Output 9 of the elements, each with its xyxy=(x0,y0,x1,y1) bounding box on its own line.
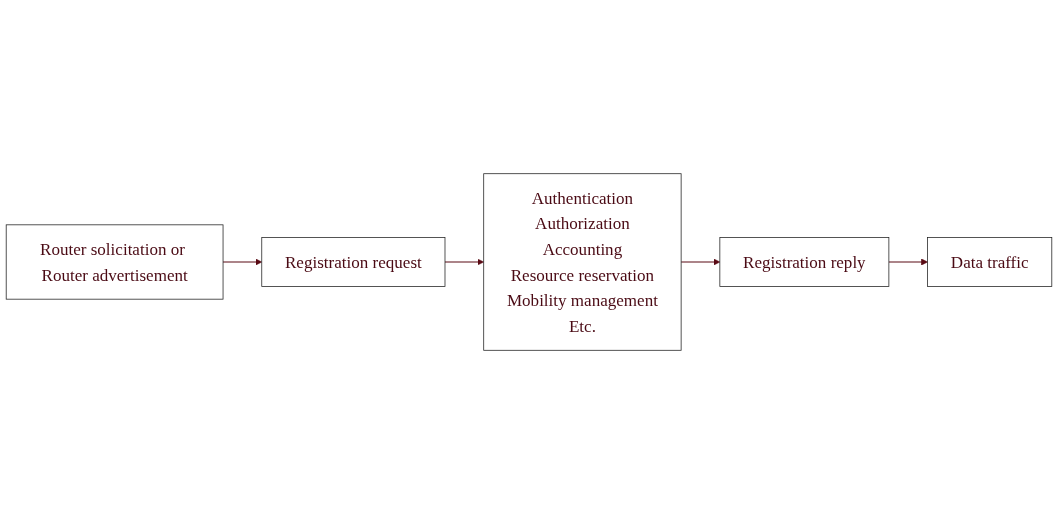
arrow xyxy=(680,258,721,266)
arrow xyxy=(222,258,263,266)
arrow xyxy=(888,258,928,266)
node-box: Registration request xyxy=(261,237,446,287)
arrow xyxy=(444,258,484,266)
node-box: Data traffic xyxy=(927,237,1053,287)
node-box: Registration reply xyxy=(719,237,890,287)
node-box: Authentication Authorization Accounting Resource reservation Mobility management Etc. xyxy=(483,173,682,351)
node-box: Router solicitation or Router advertisement xyxy=(5,224,224,300)
